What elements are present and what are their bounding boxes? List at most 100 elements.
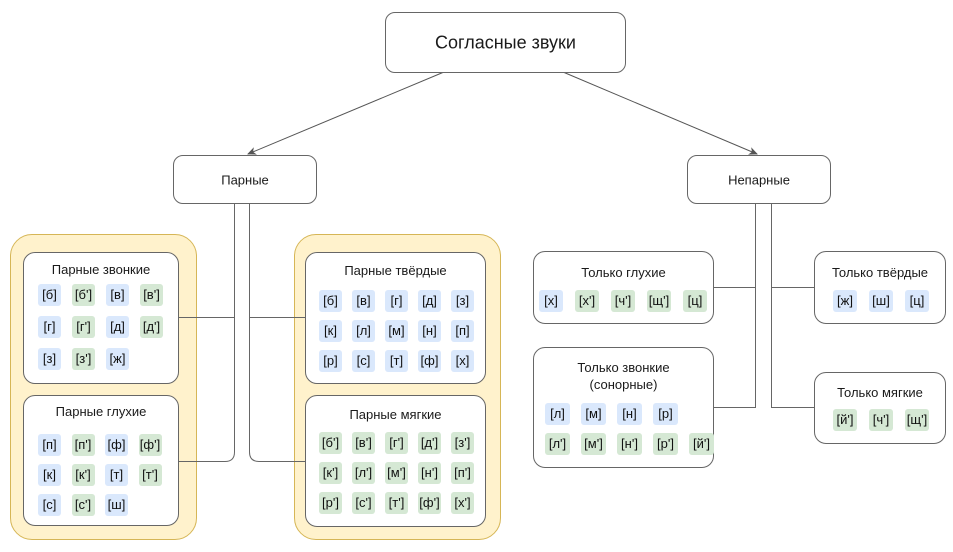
- soft-phoneme-chip: [ч']: [611, 290, 635, 312]
- soft-phoneme-chip: [р']: [319, 492, 342, 514]
- hard-phoneme-chip: [х]: [451, 350, 474, 372]
- hard-phoneme-chip: [т]: [385, 350, 408, 372]
- empty-slot: [689, 403, 714, 425]
- hard-phoneme-chip: [р]: [319, 350, 342, 372]
- hard-phoneme-chip: [в]: [352, 290, 375, 312]
- only-soft-title: Только мягкие: [837, 385, 923, 400]
- soft-phoneme-chip: [й']: [833, 409, 857, 431]
- soft-phoneme-chip: [х']: [451, 492, 474, 514]
- soft-phoneme-chip: [х']: [575, 290, 599, 312]
- soft-phoneme-chip: [г']: [385, 432, 408, 454]
- only-soft-chips: [й'][ч'][щ']: [833, 409, 929, 431]
- soft-phoneme-chip: [г']: [72, 316, 95, 338]
- only-voiceless-box: Только глухие [х] [х'] [ч'] [щ'] [ц]: [533, 251, 714, 324]
- paired-voiced-chips: [б][б'][в][в'][г][г'][д][д'][з][з'][ж]: [38, 284, 163, 370]
- soft-phoneme-chip: [в']: [140, 284, 163, 306]
- soft-phoneme-chip: [ф']: [138, 434, 162, 456]
- connector-unpaired-to-only-voiceless: [713, 204, 756, 288]
- only-soft-box: Только мягкие [й'][ч'][щ']: [814, 372, 946, 444]
- hard-phoneme-chip: [л]: [545, 403, 570, 425]
- hard-phoneme-chip: [л]: [352, 320, 375, 342]
- hard-phoneme-chip: [ц]: [905, 290, 929, 312]
- soft-phoneme-chip: [м']: [385, 462, 408, 484]
- paired-voiceless-box: Парные глухие [п][п'][ф][ф'][к][к'][т][т…: [23, 395, 179, 526]
- arrow-root-to-paired: [247, 71, 445, 155]
- soft-phoneme-chip: [м']: [581, 433, 606, 455]
- hard-phoneme-chip: [п]: [451, 320, 474, 342]
- hard-phoneme-chip: [п]: [38, 434, 61, 456]
- soft-phoneme-chip: [ч']: [869, 409, 893, 431]
- hard-phoneme-chip: [ф]: [105, 434, 128, 456]
- only-voiced-chips: [л][м][н][р][л'][м'][н'][р'][й']: [545, 403, 714, 455]
- soft-phoneme-chip: [ф']: [418, 492, 441, 514]
- paired-voiceless-title: Парные глухие: [55, 404, 147, 419]
- paired-voiced-box: Парные звонкие [б] [б'] [в] [в'] [г] [г'] [д] […: [23, 252, 179, 384]
- hard-phoneme-chip: [з]: [451, 290, 474, 312]
- unpaired-label: Непарные: [728, 172, 790, 187]
- soft-phoneme-chip: [д']: [418, 432, 441, 454]
- soft-phoneme-chip: [п']: [71, 434, 95, 456]
- connector-paired-to-voiced: [178, 204, 235, 318]
- hard-phoneme-chip: [ф]: [418, 350, 441, 372]
- hard-phoneme-chip: [б]: [319, 290, 342, 312]
- only-voiceless-chips: [х] [х'] [ч'] [щ'] [ц]: [539, 290, 707, 312]
- only-hard-title: Только твёрдые: [831, 265, 929, 280]
- soft-phoneme-chip: [л']: [545, 433, 570, 455]
- only-voiced-title: Только звонкие: [577, 360, 670, 375]
- connector-paired-to-hard: [249, 204, 305, 318]
- soft-phoneme-chip: [н']: [418, 462, 441, 484]
- only-voiced-box: Только звонкие (сонорные) [л] [м] [н] [р] [л…: [533, 347, 714, 468]
- hard-phoneme-chip: [м]: [581, 403, 606, 425]
- unpaired-node: Непарные: [687, 155, 831, 204]
- soft-phoneme-chip: [т']: [138, 464, 162, 486]
- connector-unpaired-to-only-soft: [771, 287, 814, 408]
- soft-phoneme-chip: [б']: [72, 284, 95, 306]
- connector-unpaired-to-only-voiced: [713, 287, 756, 408]
- hard-phoneme-chip: [б]: [38, 284, 61, 306]
- soft-phoneme-chip: [т']: [385, 492, 408, 514]
- root-node: Согласные звуки: [385, 12, 626, 73]
- hard-phoneme-chip: [г]: [385, 290, 408, 312]
- hard-phoneme-chip: [ш]: [869, 290, 893, 312]
- only-hard-box: Только твёрдые [ж] [ш] [ц]: [814, 251, 946, 324]
- soft-phoneme-chip: [щ']: [647, 290, 671, 312]
- connector-paired-to-voiceless: [178, 317, 235, 462]
- hard-phoneme-chip: [н]: [617, 403, 642, 425]
- hard-phoneme-chip: [в]: [106, 284, 129, 306]
- hard-phoneme-chip: [р]: [653, 403, 678, 425]
- hard-phoneme-chip: [к]: [319, 320, 342, 342]
- hard-phoneme-chip: [к]: [38, 464, 61, 486]
- soft-phoneme-chip: [ц]: [683, 290, 707, 312]
- soft-phoneme-chip: [з']: [451, 432, 474, 454]
- soft-phoneme-chip: [н']: [617, 433, 642, 455]
- hard-phoneme-chip: [н]: [418, 320, 441, 342]
- connector-unpaired-to-only-hard: [771, 204, 814, 288]
- paired-soft-box: Парные мягкие [б'][в'][г'][д'][з'][к'][л…: [305, 395, 486, 527]
- only-voiceless-title: Только глухие: [581, 265, 666, 280]
- hard-phoneme-chip: [д]: [418, 290, 441, 312]
- soft-phoneme-chip: [п']: [451, 462, 474, 484]
- arrow-root-to-unpaired: [562, 71, 758, 155]
- soft-phoneme-chip: [д']: [140, 316, 163, 338]
- hard-phoneme-chip: [г]: [38, 316, 61, 338]
- paired-hard-box: Парные твёрдые [б][в][г][д][з][к][л][м][…: [305, 252, 486, 384]
- soft-phoneme-chip: [л']: [352, 462, 375, 484]
- hard-phoneme-chip: [с]: [352, 350, 375, 372]
- paired-hard-chips: [б] [в] [г] [д] [з] [к] [л] [м] [н] [п] [р] [с] [т] […: [319, 290, 474, 372]
- hard-phoneme-chip: [д]: [106, 316, 129, 338]
- hard-phoneme-chip: [х]: [539, 290, 563, 312]
- paired-hard-title: Парные твёрдые: [344, 263, 447, 278]
- paired-label: Парные: [221, 172, 269, 187]
- only-voiced-subtitle: (сонорные): [589, 377, 658, 392]
- soft-phoneme-chip: [с']: [352, 492, 375, 514]
- hard-phoneme-chip: [м]: [385, 320, 408, 342]
- hard-phoneme-chip: [с]: [38, 494, 61, 516]
- hard-phoneme-chip: [ж]: [833, 290, 857, 312]
- paired-soft-chips: [б'][в'][г'][д'][з'][к'][л'][м'][н'][п']…: [319, 432, 474, 514]
- hard-phoneme-chip: [ш]: [105, 494, 128, 516]
- paired-voiceless-chips: [п][п'][ф][ф'][к][к'][т][т'][с][с'][ш]: [38, 434, 162, 516]
- only-hard-chips: [ж] [ш] [ц]: [833, 290, 929, 312]
- paired-voiced-title: Парные звонкие: [51, 262, 151, 277]
- hard-phoneme-chip: [ж]: [106, 348, 129, 370]
